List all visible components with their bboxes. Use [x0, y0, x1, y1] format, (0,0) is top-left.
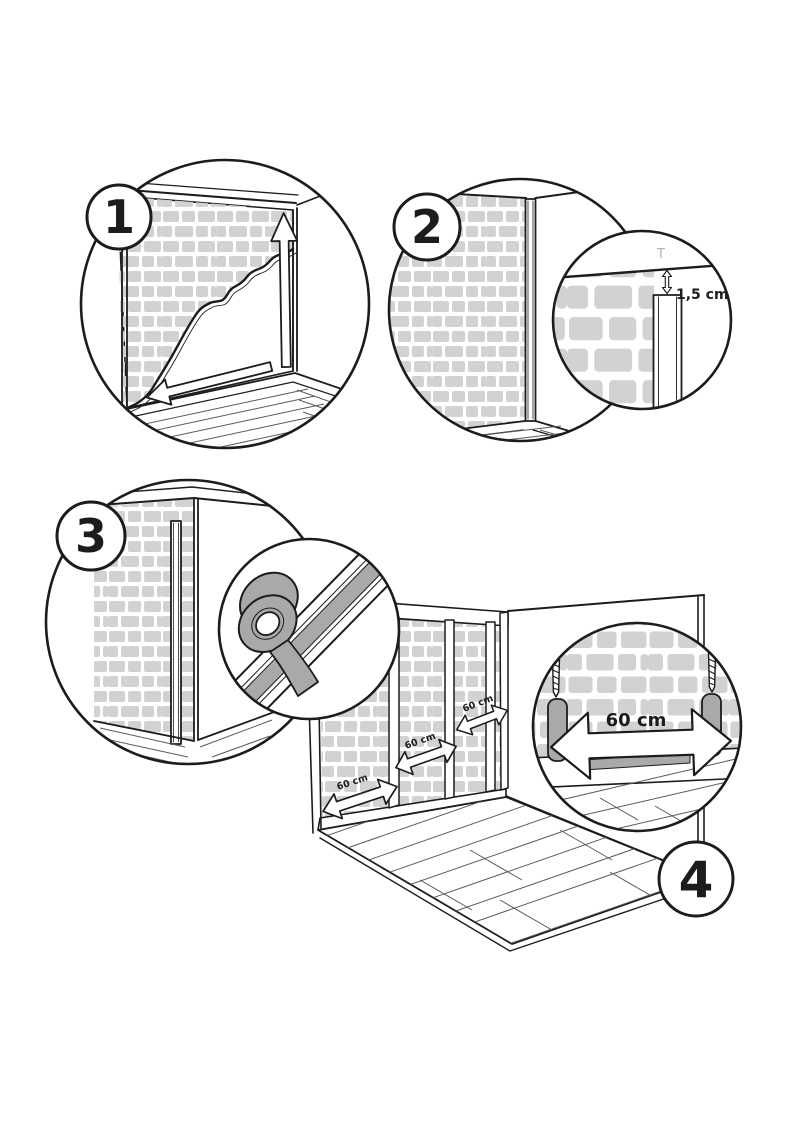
gap-measurement-label: 1,5 cm	[676, 287, 729, 303]
step-4-detail-scene: 60 cm	[533, 623, 741, 831]
step-2-detail-circle: T 1,5 cm	[551, 229, 733, 411]
baseboard	[389, 420, 641, 441]
step-1-badge-number: 1	[103, 190, 135, 244]
floor-edge-lip	[319, 837, 703, 952]
wall-corner-lines	[193, 498, 199, 742]
floor-planks	[318, 797, 704, 944]
wall-spacing-arrow-2	[395, 738, 457, 776]
step-1-panel: 1	[79, 158, 371, 450]
brick-wall	[94, 499, 194, 741]
step-2-badge-number: 2	[411, 200, 443, 254]
ceiling-mark: T	[656, 247, 665, 262]
floor-hatch	[534, 757, 741, 831]
wall-spacing-arrow-1	[322, 778, 398, 820]
baseboard	[121, 372, 363, 411]
gap-arrow-icon	[661, 269, 673, 295]
wall-left-frame	[308, 701, 322, 834]
ceiling-line	[59, 486, 273, 498]
tape-detail-circle	[217, 537, 401, 721]
step-3-badge: 3	[55, 500, 127, 572]
step-1-badge: 1	[85, 183, 153, 251]
brick-wall	[118, 196, 293, 408]
tape-roll-icon	[237, 571, 319, 697]
step-4-badge-number: 4	[679, 851, 714, 909]
wall-rail	[170, 520, 182, 745]
wall-rail	[524, 198, 537, 422]
step-2-panel: T 1,5 cm 2	[387, 177, 733, 443]
tape-flap	[269, 639, 319, 697]
peel-back-arrow-icon	[146, 361, 274, 406]
wall-rail-closeup	[652, 294, 683, 409]
brick-wall-closeup	[553, 271, 654, 409]
wall-spacing-arrow-3	[456, 704, 508, 736]
step-1-scene	[107, 179, 363, 448]
step-2-badge: 2	[392, 192, 462, 262]
step-4-badge: 4	[657, 840, 735, 918]
step-4-detail-circle: 60 cm	[531, 621, 743, 833]
torn-wallpaper-edge	[125, 247, 295, 410]
floor-hatch	[99, 719, 273, 764]
floor-hatch	[465, 425, 586, 441]
step-3-panel: 3	[44, 478, 332, 766]
step-1-scene-circle	[79, 158, 371, 450]
step-3-badge-number: 3	[75, 509, 107, 563]
peel-up-arrow-icon	[270, 212, 299, 368]
tape-detail-scene	[224, 542, 399, 719]
spacing-arrow-icon	[549, 708, 733, 780]
step-3-scene	[59, 486, 286, 764]
baseboard	[93, 707, 286, 742]
spacing-measurement-label: 60 cm	[606, 710, 667, 731]
